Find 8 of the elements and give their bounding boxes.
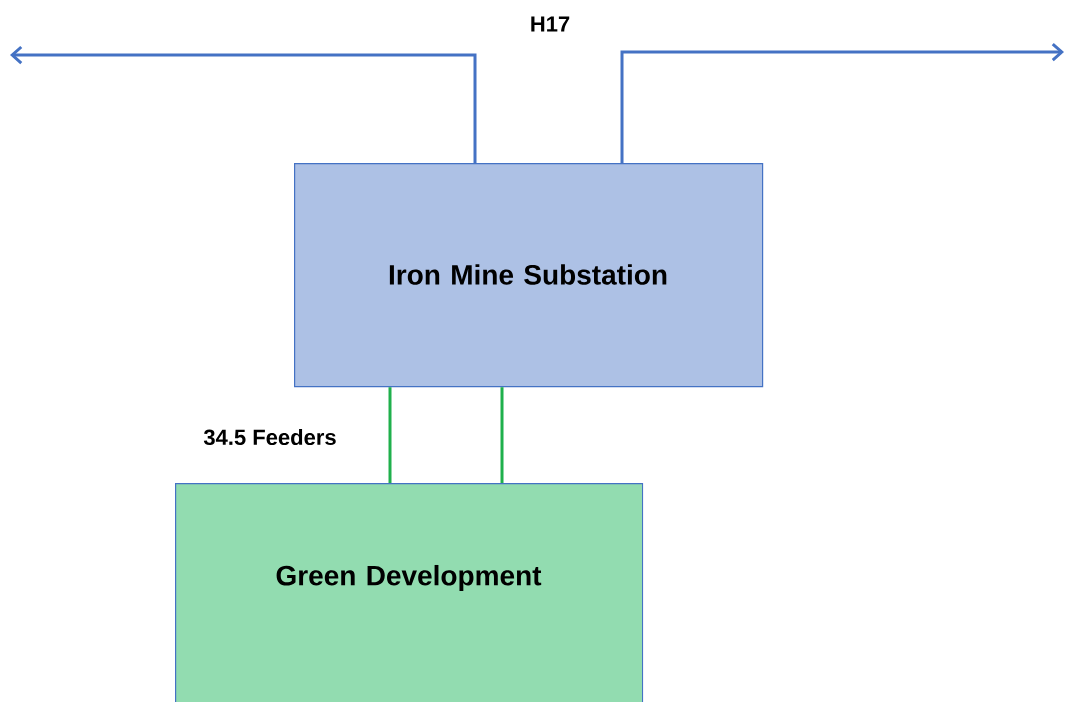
block-box: Iron Mine Substation: [294, 163, 764, 388]
connector-line: [388, 387, 392, 483]
connector-line: [620, 42, 1064, 163]
connector-line: [10, 45, 477, 163]
block-box: Green Development: [175, 483, 644, 702]
edge-label: 34.5 Feeders: [202, 427, 338, 447]
connector-line: [500, 387, 504, 483]
line-label: H17: [531, 16, 570, 32]
